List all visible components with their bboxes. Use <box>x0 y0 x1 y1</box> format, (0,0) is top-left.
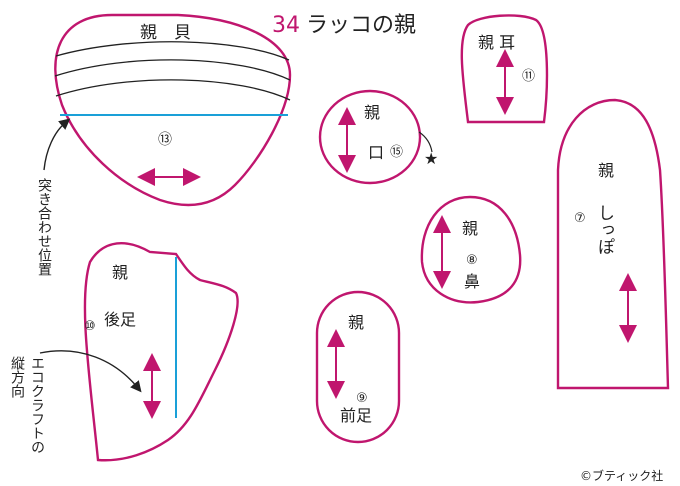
mouth-label-top: 親 <box>364 103 380 122</box>
shell-stripe <box>55 41 290 61</box>
tail-label: しっぽ <box>594 204 614 255</box>
piece-foreleg: 親 ⑨ 前足 <box>315 290 401 444</box>
shell-number: ⑬ <box>158 132 172 148</box>
ear-number: ⑪ <box>522 69 535 84</box>
nose-label: 鼻 <box>464 272 480 291</box>
shell-stripe <box>54 59 291 81</box>
mouth-mark: ★ <box>424 149 438 168</box>
nose-label-top: 親 <box>462 219 478 238</box>
butt-position-text: 突き合わせ位置 <box>36 178 52 276</box>
foreleg-label: 前足 <box>340 406 372 425</box>
mouth-number: ⑮ <box>390 145 403 160</box>
mouth-mark-leader <box>418 131 433 153</box>
piece-ear: 親 耳 ⑪ <box>460 14 549 124</box>
shell-label: 親 貝 <box>140 23 191 43</box>
butt-position-annotation: 突き合わせ位置 <box>36 118 71 276</box>
ear-label: 親 耳 <box>478 33 515 52</box>
nose-outline <box>420 195 522 304</box>
butt-position-pointer <box>43 118 71 171</box>
piece-tail: 親 ⑦ しっぽ <box>556 98 670 390</box>
piece-nose: 親 ⑧ 鼻 <box>420 195 522 304</box>
foreleg-outline <box>315 290 401 444</box>
shell-outline <box>54 13 292 207</box>
grain-direction-line1: エコクラフトの <box>29 356 45 454</box>
piece-shell: 親 貝 ⑬ <box>54 13 292 207</box>
hindleg-label: 後足 <box>104 310 136 329</box>
grain-direction-annotation: エコクラフトの 縦方向 <box>9 350 142 454</box>
copyright: ©ブティック社 <box>580 468 663 483</box>
grain-direction-pointer <box>39 350 142 393</box>
ear-outline <box>460 14 549 124</box>
nose-number: ⑧ <box>466 253 478 268</box>
piece-mouth: 親 口 ⑮ ★ <box>318 89 438 185</box>
tail-label-top: 親 <box>598 161 614 180</box>
foreleg-label-top: 親 <box>348 313 364 332</box>
grain-direction-line2: 縦方向 <box>9 356 25 398</box>
shell-stripe <box>55 79 291 101</box>
mouth-label: 口 <box>368 143 384 162</box>
hindleg-number: ⑩ <box>84 319 96 334</box>
foreleg-number: ⑨ <box>356 391 368 406</box>
hindleg-outline <box>83 242 239 462</box>
tail-outline <box>556 98 670 390</box>
mouth-outline <box>318 89 422 185</box>
hindleg-label-top: 親 <box>112 263 128 282</box>
piece-hindleg: 親 ⑩ 後足 <box>83 242 239 462</box>
tail-number: ⑦ <box>574 211 586 226</box>
